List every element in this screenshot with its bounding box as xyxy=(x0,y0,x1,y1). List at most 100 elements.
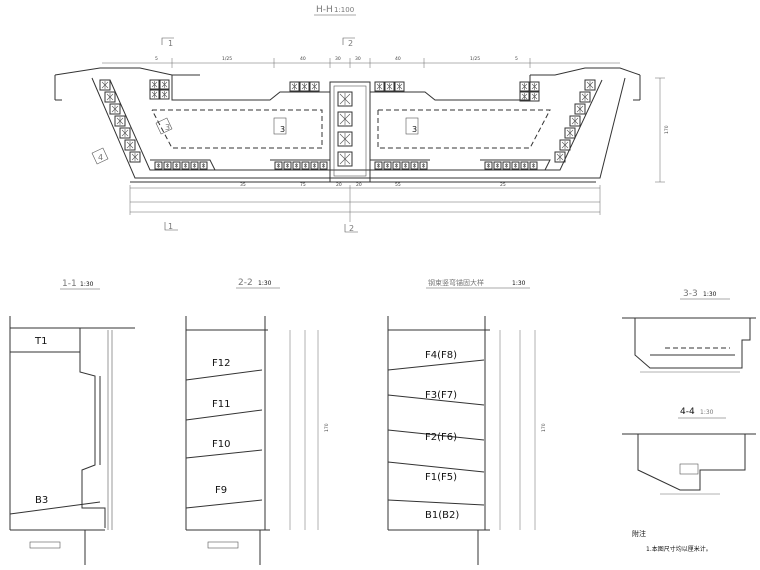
section-3-3: 3-3 1:30 xyxy=(622,289,756,373)
label-f11: F11 xyxy=(212,399,230,410)
anchor-block xyxy=(124,139,136,151)
dim-total-2-2: 170 xyxy=(324,423,330,432)
anchor-block xyxy=(337,111,353,127)
label-b3: B3 xyxy=(35,495,48,506)
main-view: H-H 1:100 5 1/25 40 30 30 40 1/25 5 1 xyxy=(54,5,670,233)
top-dimension-line: 5 1/25 40 30 30 40 1/25 5 xyxy=(102,56,620,68)
anchor-block xyxy=(374,161,383,170)
label-f4-f8: F4(F8) xyxy=(425,350,457,361)
tendon-scale: 1:30 xyxy=(512,280,526,287)
section-2-2-title: 2-2 xyxy=(238,278,253,288)
anchor-block xyxy=(392,161,401,170)
anchor-block xyxy=(574,103,586,115)
bottom-dimension-line: 35 75 20 20 55 25 xyxy=(129,182,601,222)
anchor-block xyxy=(163,161,172,170)
anchor-block xyxy=(519,81,530,92)
anchor-block xyxy=(529,161,538,170)
cell-label-left: 3 xyxy=(280,125,285,134)
section-1-1: 1-1 1:30 T1 B3 xyxy=(9,279,135,565)
section-tendon-detail: 钢束竖弯锚固大样 1:30 F4(F8) F3(F7) F2(F6) F1(F5… xyxy=(387,278,547,565)
notes-item-1: 1.本图尺寸均以厘米计。 xyxy=(646,545,712,553)
anchor-block xyxy=(292,161,301,170)
section-mark-2-top: 2 xyxy=(342,37,355,48)
dim-top-7: 5 xyxy=(515,56,518,62)
section-3-3-title: 3-3 xyxy=(683,289,698,299)
notes-heading: 附注 xyxy=(632,529,646,538)
anchor-block xyxy=(309,81,320,92)
anchor-block xyxy=(383,161,392,170)
section-1-1-title: 1-1 xyxy=(62,279,77,289)
anchor-block xyxy=(99,79,111,91)
anchor-block xyxy=(274,161,283,170)
callout-4: 4 xyxy=(98,153,103,162)
anchor-block xyxy=(374,81,385,92)
anchor-block xyxy=(159,79,170,90)
label-f12: F12 xyxy=(212,358,230,369)
anchor-block xyxy=(502,161,511,170)
anchor-block xyxy=(119,127,131,139)
section-3-3-scale: 1:30 xyxy=(703,291,717,298)
dim-top-2: 40 xyxy=(300,56,306,62)
anchor-block xyxy=(310,161,319,170)
anchor-block xyxy=(149,79,160,90)
dim-bottom-5: 25 xyxy=(500,182,506,188)
main-view-scale: 1:100 xyxy=(334,6,354,14)
inner-cells: 3 3 3 4 xyxy=(91,109,551,165)
main-view-title: H-H xyxy=(316,5,333,15)
anchor-block xyxy=(159,89,170,100)
anchor-block xyxy=(493,161,502,170)
anchor-block xyxy=(484,161,493,170)
anchor-block xyxy=(289,81,300,92)
section-4-4-title: 4-4 xyxy=(680,407,695,417)
anchor-block xyxy=(283,161,292,170)
anchor-block xyxy=(529,81,540,92)
anchor-block xyxy=(401,161,410,170)
callout-3: 3 xyxy=(165,123,170,132)
dim-bottom-4: 55 xyxy=(395,182,401,188)
anchor-block xyxy=(564,127,576,139)
anchor-block xyxy=(529,91,540,102)
dim-top-1: 1/25 xyxy=(222,56,232,62)
dim-top-5: 40 xyxy=(395,56,401,62)
anchor-block xyxy=(299,81,310,92)
right-dimension: 170 xyxy=(655,77,670,183)
anchor-block xyxy=(410,161,419,170)
anchor-block xyxy=(519,91,530,102)
label-f10: F10 xyxy=(212,439,230,450)
section-2-2-scale: 1:30 xyxy=(258,280,272,287)
section-mark-label: 2 xyxy=(349,224,354,233)
section-mark-label: 2 xyxy=(348,39,353,48)
anchor-block xyxy=(190,161,199,170)
anchor-blocks xyxy=(99,79,596,170)
label-t1: T1 xyxy=(34,336,47,347)
dim-bottom-2: 20 xyxy=(336,182,342,188)
anchor-block xyxy=(511,161,520,170)
section-mark-1-top: 1 xyxy=(161,37,174,48)
anchor-block xyxy=(129,151,141,163)
notes: 附注 1.本图尺寸均以厘米计。 xyxy=(632,529,712,553)
label-f2-f6: F2(F6) xyxy=(425,432,457,443)
anchor-block xyxy=(584,79,596,91)
cell-label-right: 3 xyxy=(412,125,417,134)
label-f1-f5: F1(F5) xyxy=(425,472,457,483)
anchor-block xyxy=(172,161,181,170)
anchor-block xyxy=(579,91,591,103)
anchor-block xyxy=(114,115,126,127)
section-mark-label: 1 xyxy=(168,39,173,48)
anchor-block xyxy=(149,89,160,100)
section-1-1-scale: 1:30 xyxy=(80,281,94,288)
anchor-block xyxy=(337,131,353,147)
anchor-block xyxy=(337,151,353,167)
section-4-4-scale: 1:30 xyxy=(700,409,714,416)
anchor-block xyxy=(319,161,328,170)
anchor-block xyxy=(104,91,116,103)
section-mark-1-bottom: 1 xyxy=(164,222,178,231)
section-mark-label: 1 xyxy=(168,222,173,231)
dim-top-0: 5 xyxy=(155,56,158,62)
section-4-4: 4-4 1:30 xyxy=(622,407,756,495)
dim-bottom-3: 20 xyxy=(356,182,362,188)
dim-bottom-1: 75 xyxy=(300,182,306,188)
anchor-block xyxy=(569,115,581,127)
dim-top-6: 1/25 xyxy=(470,56,480,62)
